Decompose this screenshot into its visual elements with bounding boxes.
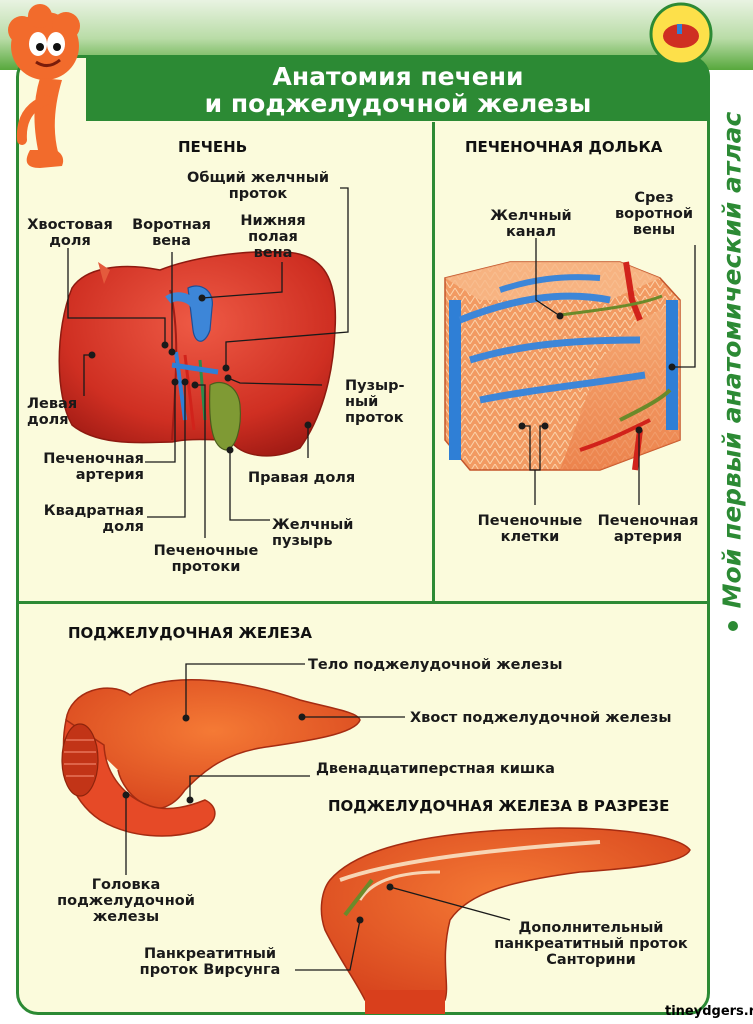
- page-title-line1: Анатомия печени: [272, 62, 524, 91]
- label-pancreas-tail: Хвост поджелудочной железы: [410, 710, 672, 726]
- pancreas-heading: ПОДЖЕЛУДОЧНАЯ ЖЕЛЕЗА: [68, 624, 313, 642]
- liver-illustration: [58, 250, 337, 457]
- mascot-icon: [8, 4, 80, 168]
- liver-heading: ПЕЧЕНЬ: [178, 138, 248, 156]
- hepatic-lobule-illustration: [444, 261, 681, 471]
- pancreas-illustration: [61, 679, 361, 837]
- divider-vertical: [432, 122, 435, 602]
- pointer-dots: [88, 294, 676, 924]
- side-dot: [728, 621, 738, 631]
- label-pancreas-body: Тело поджелудочной железы: [308, 657, 563, 673]
- title-bar: [86, 57, 710, 121]
- divider-horizontal: [18, 601, 708, 604]
- pancreas-section-illustration: [320, 827, 691, 1014]
- watermark: tineydgers.ru: [665, 1004, 753, 1019]
- liver-badge-icon: [649, 2, 713, 66]
- section-heading: ПОДЖЕЛУДОЧНАЯ ЖЕЛЕЗА В РАЗРЕЗЕ: [328, 797, 670, 815]
- lobule-heading: ПЕЧЕНОЧНАЯ ДОЛЬКА: [465, 138, 663, 156]
- label-duodenum: Двенадцатиперстная кишка: [316, 761, 555, 777]
- page-title-line2: и поджелудочной железы: [204, 89, 592, 118]
- label-right-lobe: Правая доля: [248, 470, 356, 486]
